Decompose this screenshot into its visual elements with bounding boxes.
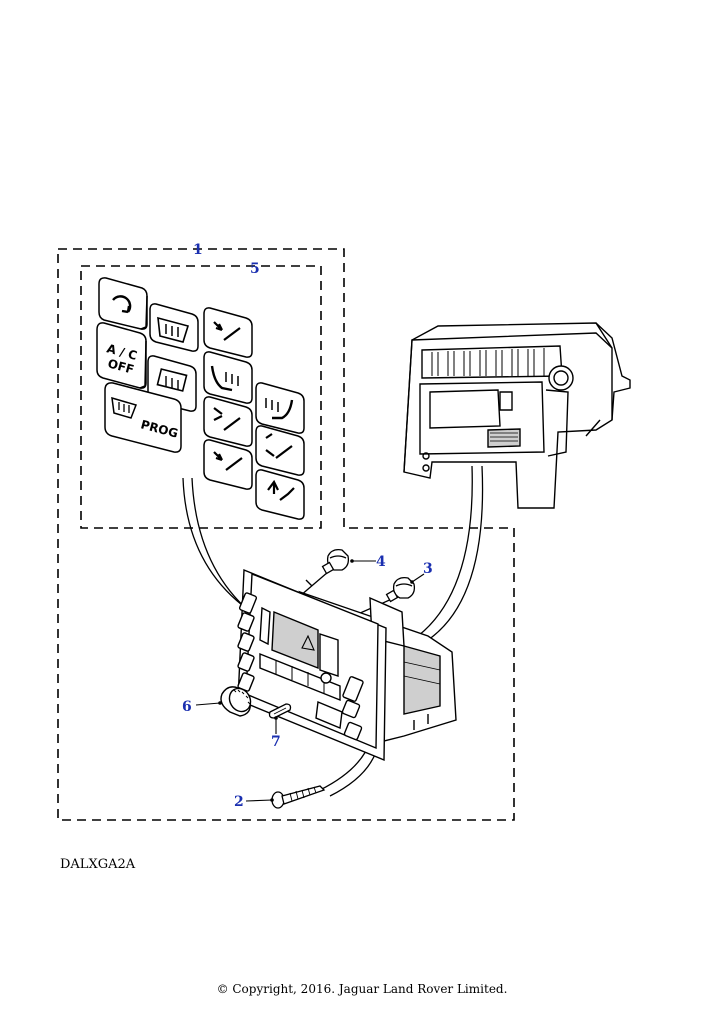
prog-button-cap: [104, 382, 182, 453]
button-caps: A / C OFF PROG: [96, 277, 305, 520]
hazard-triangle-icon: [301, 634, 315, 651]
foot-vent-button-cap: [203, 439, 253, 490]
front-screen-heat-icon: [111, 396, 137, 419]
fascia-vents: [431, 348, 545, 376]
screen-foot-vent-button-cap: [255, 425, 305, 476]
ac-off-button-cap: [96, 322, 147, 389]
fascia-knob: [548, 365, 574, 391]
assembly-outline-1: [57, 248, 515, 821]
callout-7: 7: [271, 734, 281, 750]
callout-3: 3: [423, 561, 433, 577]
screw-2: [271, 785, 326, 809]
dashboard-fascia: [403, 322, 631, 509]
recirculation-button-cap: [98, 277, 148, 330]
face-vent-button-cap: [203, 307, 253, 358]
face-foot-vent-button-cap: [203, 396, 253, 447]
callout-6: 6: [182, 699, 192, 715]
bulb-holder-3: [385, 576, 416, 603]
rear-heat-icon: [156, 368, 188, 392]
callout-4: 4: [376, 554, 386, 570]
callout-1: 1: [193, 242, 203, 258]
callout-2: 2: [234, 794, 244, 810]
control-knob-6: [220, 686, 252, 717]
recirculation-icon: [112, 295, 132, 314]
seat-heat-left-button-cap: [203, 351, 253, 404]
ac-label-line2: OFF: [106, 356, 135, 376]
bulb-holder-4: [321, 548, 350, 575]
seat-heat-right-button-cap: [255, 382, 305, 434]
screen-vent-button-cap: [255, 469, 305, 520]
button-set-outline-5: [80, 265, 322, 529]
climate-control-unit: [237, 568, 457, 762]
windscreen-heat-icon: [157, 316, 190, 343]
callout-5: 5: [250, 261, 260, 277]
copyright-notice: © Copyright, 2016. Jaguar Land Rover Lim…: [216, 982, 508, 996]
bulb-7: [268, 703, 292, 719]
reference-code: DALXGA2A: [60, 857, 136, 872]
windscreen-heat-button-cap: [149, 303, 199, 352]
